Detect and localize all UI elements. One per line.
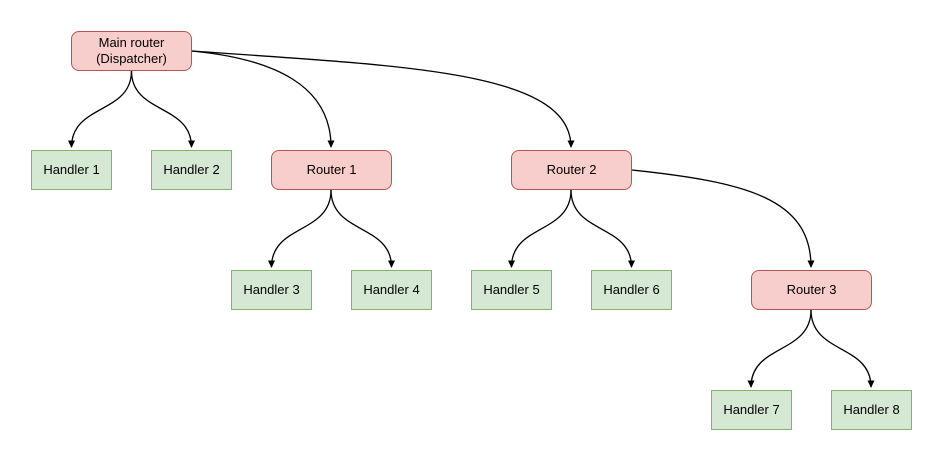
node-handler-3: Handler 3 [231, 270, 312, 310]
node-router-3-label: Router 3 [786, 281, 837, 297]
node-handler-1: Handler 1 [31, 150, 112, 190]
node-handler-8: Handler 8 [831, 390, 912, 430]
node-main-router: Main router (Dispatcher) [71, 31, 192, 71]
node-router-1: Router 1 [271, 150, 392, 190]
node-handler-6-label: Handler 6 [603, 281, 660, 297]
edge-main-to-handler-2 [130, 70, 195, 148]
node-main-router-label-line1: Main router [98, 34, 165, 50]
edge-router-2-to-handler-5 [508, 189, 572, 268]
edge-main-to-handler-1 [68, 70, 133, 148]
node-handler-7-label: Handler 7 [723, 401, 780, 417]
node-router-2: Router 2 [511, 150, 632, 190]
edge-router-2-to-router-3 [631, 169, 815, 268]
node-handler-7: Handler 7 [711, 390, 792, 430]
edge-router-3-to-handler-8 [810, 309, 875, 388]
edge-router-3-to-handler-7 [747, 309, 812, 388]
node-router-2-label: Router 2 [546, 161, 597, 177]
node-handler-2: Handler 2 [151, 150, 232, 190]
node-handler-1-label: Handler 1 [43, 161, 100, 177]
edge-router-1-to-handler-4 [330, 189, 395, 268]
edge-main-to-router-1 [191, 50, 335, 148]
node-handler-3-label: Handler 3 [243, 281, 300, 297]
node-handler-8-label: Handler 8 [843, 401, 900, 417]
node-router-1-label: Router 1 [306, 161, 357, 177]
node-handler-5: Handler 5 [471, 270, 552, 310]
node-handler-5-label: Handler 5 [483, 281, 540, 297]
node-main-router-label-line2: (Dispatcher) [96, 51, 167, 66]
node-handler-4-label: Handler 4 [363, 281, 420, 297]
node-handler-6: Handler 6 [591, 270, 672, 310]
edge-router-2-to-handler-6 [570, 189, 635, 268]
edge-main-to-router-2 [191, 50, 575, 148]
node-router-3: Router 3 [751, 270, 872, 310]
node-handler-2-label: Handler 2 [163, 161, 220, 177]
node-handler-4: Handler 4 [351, 270, 432, 310]
edge-router-1-to-handler-3 [268, 189, 332, 268]
